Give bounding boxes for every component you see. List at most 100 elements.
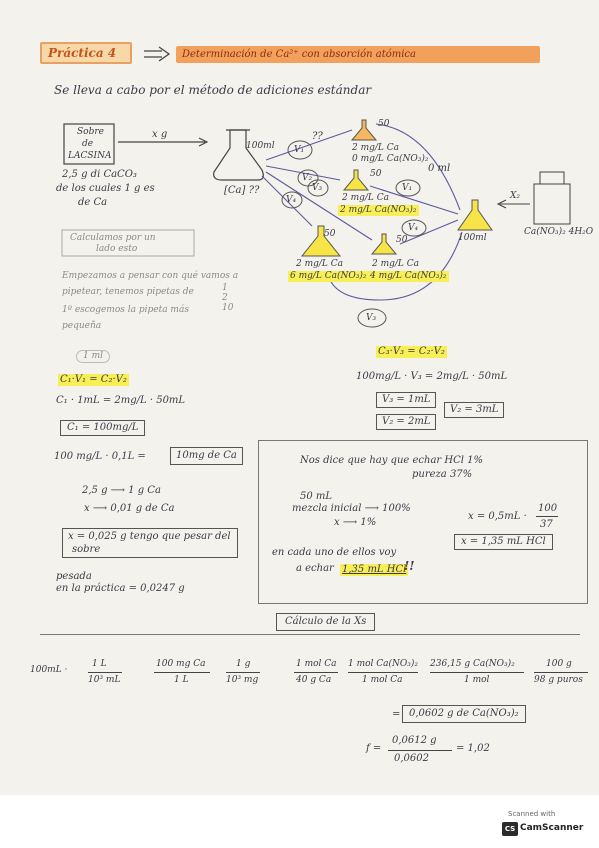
v2-result-box: V₂ = 2mL — [376, 414, 437, 430]
xs-factor-3-bar — [226, 672, 260, 673]
ratio-prefix: f = — [366, 743, 382, 754]
v3-label-small: V₃ — [312, 183, 323, 193]
xs-factor-3-den: 10³ mg — [226, 675, 259, 685]
sobre-desc-1: 2,5 g di CaCO₃ — [62, 169, 137, 180]
ratio-bar — [388, 750, 452, 751]
xs-factor-7-den: 98 g puros — [534, 675, 583, 685]
question-marks: ?? — [312, 131, 323, 142]
sample-mass-box — [62, 528, 238, 558]
v2-label: V₂ — [302, 173, 313, 183]
hcl-conclusion-value: 1,35 mL HCl — [340, 564, 409, 576]
hcl-result-box: x = 1,35 mL HCl — [454, 534, 553, 550]
sobre-desc-3: de Ca — [78, 197, 108, 208]
xs-factor-2-bar — [154, 672, 210, 673]
hcl-title-2: pureza 37% — [412, 469, 473, 480]
camscanner-watermark: Scanned with CS CamScanner — [500, 808, 586, 840]
xs-result-box: 0,0602 g de Ca(NO₃)₂ — [402, 705, 526, 723]
xs-factor-6-bar — [430, 672, 524, 673]
flask-4-line-1: 2 mg/L Ca — [372, 259, 420, 269]
diagram-drawing — [61, 119, 571, 328]
arrow-xs-label: x g — [152, 129, 168, 140]
hcl-exclamation: !! — [404, 559, 415, 573]
right-flask-volume: 100ml — [458, 233, 487, 243]
xs-factor-5-num: 1 mol Ca(NO₃)₂ — [348, 659, 419, 669]
double-arrow-icon — [144, 46, 171, 62]
hcl-title-1: Nos dice que hay que echar HCl 1% — [300, 455, 483, 466]
xs-factor-6-den: 1 mol — [464, 675, 490, 685]
mass-result-box: 10mg de Ca — [170, 447, 243, 465]
calc-box-line-1: Calculamos por un — [70, 233, 156, 243]
pipette-para-2: pipetear, tenemos pipetas de — [62, 287, 194, 297]
xs-factor-7-bar — [534, 672, 588, 673]
flask-3-line-1: 2 mg/L Ca — [296, 259, 344, 269]
weighed-value: en la práctica = 0,0247 g — [56, 583, 185, 594]
practice-label: Práctica 4 — [48, 46, 117, 60]
camscanner-logo-icon: CS — [502, 822, 518, 836]
v4-label-right: V₄ — [408, 223, 419, 233]
sobre-desc-2: de los cuales 1 g es — [56, 183, 155, 194]
hcl-box — [258, 440, 588, 604]
v4-label: V₄ — [286, 195, 297, 205]
flask-1-line-2: 0 mg/L Ca(NO₃)₂ — [352, 154, 429, 164]
title-highlight — [176, 46, 540, 63]
xs-factor-3-num: 1 g — [236, 659, 251, 669]
ratio-numerator: 0,0612 g — [392, 735, 437, 746]
weighed-label: pesada — [56, 571, 92, 582]
hcl-rule-1: mezcla inicial ⟶ 100% — [292, 503, 411, 514]
flask-4-line-2: 4 mg/L Ca(NO₃)₂ — [368, 271, 449, 282]
practice-label-box — [40, 42, 132, 64]
unknown-concentration: [Ca] ?? — [224, 185, 260, 196]
xs-factor-1-bar — [88, 672, 122, 673]
dilution-substitution: C₁ · 1mL = 2mg/L · 50mL — [56, 395, 186, 406]
hcl-fraction-bar — [536, 516, 558, 517]
v3-result-box: V₃ = 1mL — [376, 392, 437, 408]
sobre-label-1: Sobre — [77, 127, 104, 137]
sobre-label-2: de — [82, 139, 94, 149]
intro-text: Se lleva a cabo por el método de adicion… — [54, 83, 372, 97]
v1-label-right: V₁ — [402, 183, 413, 193]
flask-2-volume: 50 — [370, 169, 382, 179]
rule-of-three-2: x ⟶ 0,01 g de Ca — [84, 503, 175, 514]
rule-of-three-1: 2,5 g ⟶ 1 g Ca — [82, 485, 161, 496]
xs-factor-4-num: 1 mol Ca — [296, 659, 337, 669]
flask-1-volume: 50 — [378, 119, 390, 129]
flask-1-line-1: 2 mg/L Ca — [352, 143, 400, 153]
one-ml-circle: 1 ml — [76, 350, 110, 363]
xs-factor-4-bar — [294, 672, 338, 673]
hcl-fraction-num: 100 — [538, 503, 558, 514]
xs-factor-5-bar — [348, 672, 418, 673]
sobre-label-3: LACSINA — [68, 151, 112, 161]
c1-result-box: C₁ = 100mg/L — [60, 420, 146, 436]
xs-factor-1-num: 1 L — [92, 659, 107, 669]
section-divider — [40, 634, 580, 635]
hcl-conclusion-1: en cada uno de ellos voy — [272, 547, 397, 558]
pipette-option-2: 2 — [222, 293, 228, 303]
pipette-para-3: 1º escogemos la pipeta más — [62, 305, 189, 315]
hcl-fraction-den: 37 — [540, 519, 553, 530]
notebook-page: Práctica 4 Determinación de Ca²⁺ con abs… — [0, 0, 599, 795]
scanned-with-text: Scanned with — [508, 810, 556, 818]
flask-2-line-2: 2 mg/L Ca(NO₃)₂ — [338, 205, 419, 216]
xs-chain-start: 100mL · — [30, 665, 68, 675]
flask-3-line-2: 6 mg/L Ca(NO₃)₂ — [288, 271, 369, 282]
standard-dilution-substitution: 100mg/L · V₃ = 2mg/L · 50mL — [356, 371, 508, 382]
hcl-rule-2: x ⟶ 1% — [334, 517, 377, 528]
xs-factor-2-num: 100 mg Ca — [156, 659, 206, 669]
sample-mass-line-1: x = 0,025 g tengo que pesar del — [68, 531, 231, 542]
xs-heading: Cálculo de la Xs — [276, 613, 376, 631]
xs-factor-6-num: 236,15 g Ca(NO₃)₂ — [430, 659, 515, 669]
xs-factor-4-den: 40 g Ca — [296, 675, 332, 685]
reagent-label: Ca(NO₃)₂ 4H₂O — [524, 227, 594, 237]
sample-mass-line-2: sobre — [72, 544, 101, 555]
pipette-para-4: pequeña — [62, 321, 102, 331]
standard-dilution-equation: C₃·V₃ = C₂·V₂ — [376, 346, 447, 358]
reagent-arrow-label: X₂ — [510, 191, 521, 201]
hcl-fraction-prefix: x = 0,5mL · — [468, 511, 527, 522]
main-flask-volume: 100ml — [246, 141, 275, 151]
hcl-conclusion-2: a echar — [296, 563, 334, 574]
ratio-value: = 1,02 — [456, 743, 490, 754]
flask-4-volume: 50 — [396, 235, 408, 245]
pipette-para-1: Empezamos a pensar con qué vamos a — [62, 271, 239, 281]
xs-factor-7-num: 100 g — [546, 659, 572, 669]
calc-box-line-2: lado esto — [96, 244, 138, 254]
